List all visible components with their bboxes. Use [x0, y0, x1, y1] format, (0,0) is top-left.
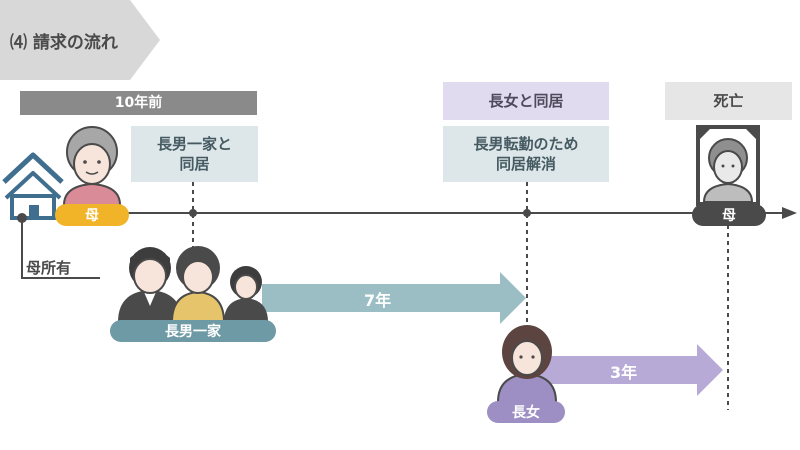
son-family-badge: 長男一家	[110, 320, 276, 342]
daughter-badge: 長女	[487, 401, 565, 423]
memorial-portrait	[696, 125, 760, 206]
header-live-with-daughter: 長女と同居	[443, 82, 609, 120]
mother-badge: 母	[55, 204, 129, 226]
son-period-label: 7年	[364, 291, 392, 310]
timeline-arrowhead	[782, 207, 797, 219]
header-death: 死亡	[665, 82, 792, 120]
owner-label: 母所有	[26, 259, 72, 277]
note-cohabitation-ended: 長男転勤のため 同居解消	[443, 126, 609, 182]
note-live-with-son: 長男一家と 同居	[131, 126, 258, 182]
timeline-dot-son	[189, 209, 197, 217]
section-tab: ⑷ 請求の流れ	[0, 0, 160, 80]
section-title: ⑷ 請求の流れ	[10, 33, 118, 53]
header-10-years-ago: 10年前	[20, 91, 257, 115]
mother-avatar	[62, 126, 122, 206]
mother-badge-end: 母	[692, 204, 766, 226]
house-icon	[2, 152, 64, 220]
son-family-avatars	[118, 246, 268, 323]
arrow-son-period	[262, 272, 526, 324]
daughter-period-label: 3年	[610, 363, 638, 382]
timeline-dot-daughter	[523, 209, 531, 217]
daughter-avatar	[496, 325, 558, 403]
owner-connector	[21, 218, 100, 279]
arrow-daughter-period	[540, 344, 723, 396]
